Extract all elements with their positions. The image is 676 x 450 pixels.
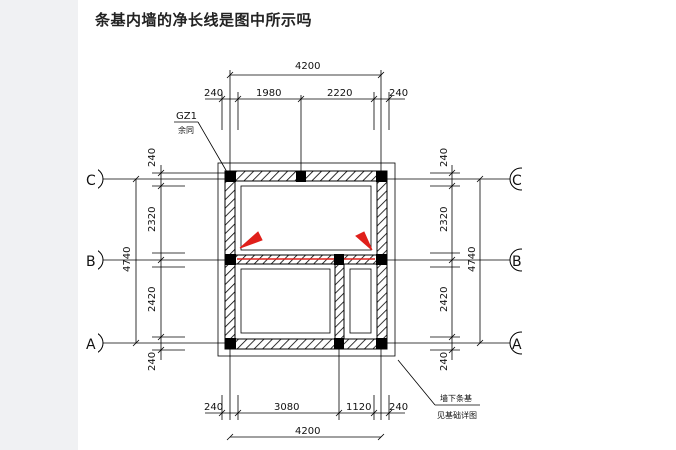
note-line-1: 墙下条基 [440, 393, 472, 403]
red-arrow-left [239, 231, 263, 249]
axis-label-c-right: C [512, 173, 522, 189]
left-dimension-lines [132, 165, 228, 360]
column-label-gz1: GZ1 [176, 111, 197, 122]
dim-left-top-wall: 240 [147, 148, 158, 167]
walls [224, 170, 388, 350]
axis-label-c-left: C [86, 173, 96, 189]
dim-bottom-right-wall: 240 [389, 402, 408, 413]
axis-label-b-left: B [86, 254, 96, 270]
axis-label-b-right: B [512, 254, 522, 270]
bottom-dimension-lines [205, 395, 405, 441]
axis-lines [100, 70, 520, 420]
dim-left-total: 4740 [122, 247, 133, 272]
room-outlines [240, 185, 372, 334]
left-gutter [0, 0, 78, 450]
note-leader-line [397, 359, 436, 406]
dim-bottom-span-1: 3080 [274, 402, 299, 413]
wall-interior-vertical [334, 263, 345, 340]
dim-right-span-1: 2320 [439, 207, 450, 232]
dim-top-total: 4200 [295, 61, 320, 72]
wall-bottom [224, 338, 388, 350]
dim-right-total: 4740 [467, 247, 478, 272]
dim-right-bottom-wall: 240 [439, 352, 450, 371]
red-arrow-right [355, 231, 373, 251]
dim-bottom-left-wall: 240 [204, 402, 223, 413]
dim-bottom-span-2: 1120 [346, 402, 371, 413]
column-leader-line [197, 121, 228, 173]
axis-label-a-right: A [512, 337, 522, 353]
dim-left-span-1: 2320 [147, 207, 158, 232]
question-title: 条基内墙的净长线是图中所示吗 [95, 11, 313, 29]
column-note: 余同 [178, 125, 194, 135]
dim-top-span-2: 2220 [327, 88, 352, 99]
dim-right-span-2: 2420 [439, 287, 450, 312]
dim-bottom-total: 4200 [295, 426, 320, 437]
columns [225, 171, 387, 349]
axis-label-a-left: A [86, 337, 96, 353]
dim-left-bottom-wall: 240 [147, 352, 158, 371]
right-dimension-lines [430, 165, 484, 360]
dim-top-left-wall: 240 [204, 88, 223, 99]
note-line-2: 见基础详图 [437, 410, 477, 420]
foundation-outline [217, 162, 396, 357]
red-arrows [239, 231, 373, 251]
dim-right-top-wall: 240 [439, 148, 450, 167]
dim-left-span-2: 2420 [147, 287, 158, 312]
dim-top-right-wall: 240 [389, 88, 408, 99]
top-dimension-lines [205, 71, 405, 130]
dim-top-span-1: 1980 [256, 88, 281, 99]
